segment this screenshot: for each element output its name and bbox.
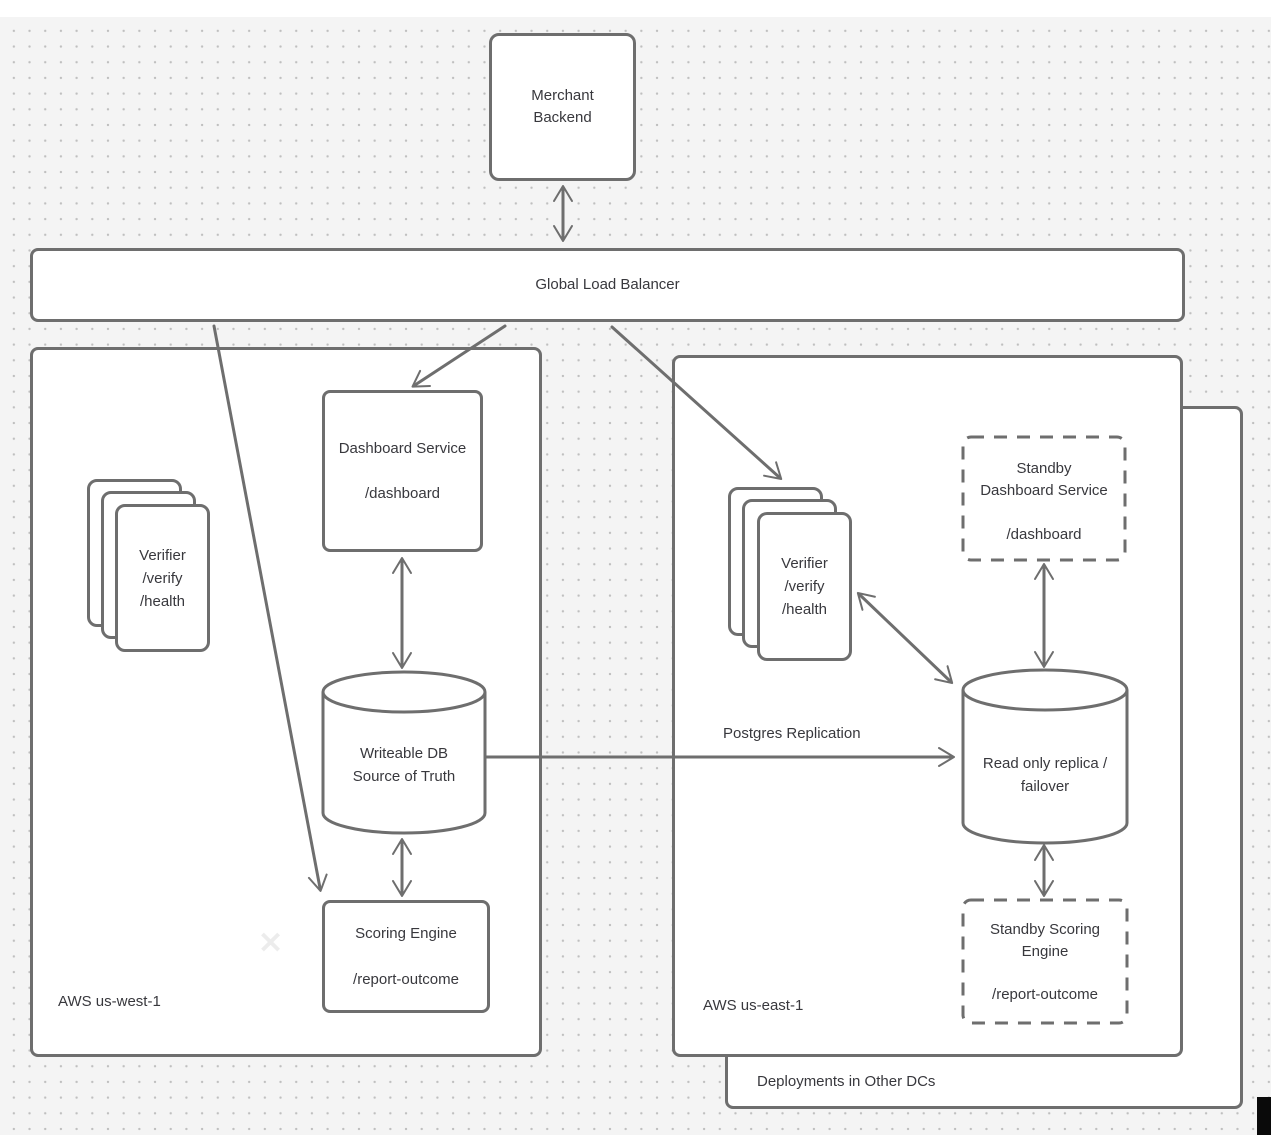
verifier-west-name: Verifier (139, 546, 186, 564)
screen-corner-artifact (1257, 1097, 1271, 1135)
writeable-db-label-line2: Source of Truth (352, 768, 456, 785)
writeable-db-label: Writeable DB Source of Truth (322, 742, 486, 788)
verifier-west-path-verify: /verify (142, 569, 183, 587)
standby-scoring-path: /report-outcome (992, 986, 1098, 1003)
writeable-db-label-line1: Writeable DB (359, 745, 449, 762)
scoring-engine-path: /report-outcome (353, 970, 459, 988)
node-global-load-balancer[interactable]: Global Load Balancer (30, 248, 1185, 322)
verifier-east-path-verify: /verify (784, 578, 825, 595)
faint-x-watermark: ✕ (258, 927, 284, 960)
node-merchant-backend[interactable]: Merchant Backend (489, 33, 636, 181)
dashboard-service-path: /dashboard (364, 484, 441, 502)
node-dashboard-service[interactable]: Dashboard Service /dashboard (322, 390, 483, 552)
postgres-replication-label: Postgres Replication (723, 725, 861, 742)
read-replica-label: Read only replica / failover (963, 752, 1127, 798)
region-label-us-west-1: AWS us-west-1 (58, 993, 161, 1010)
standby-dashboard-label-line1: Standby (1016, 460, 1072, 477)
other-dcs-label: Deployments in Other DCs (757, 1073, 936, 1090)
standby-dashboard-path: /dashboard (1006, 526, 1082, 543)
scoring-engine-title: Scoring Engine (355, 924, 457, 942)
read-replica-label-line1: Read only replica / (982, 755, 1108, 772)
standby-dashboard-label-line2: Dashboard Service (980, 482, 1108, 499)
standby-scoring-label-line1: Standby Scoring (989, 921, 1101, 938)
dashboard-service-title: Dashboard Service (338, 439, 467, 457)
node-scoring-engine[interactable]: Scoring Engine /report-outcome (322, 900, 490, 1013)
verifier-east-path-health: /health (781, 601, 828, 618)
node-verifier-east[interactable]: Verifier /verify /health (757, 512, 852, 661)
region-label-us-east-1: AWS us-east-1 (703, 997, 804, 1014)
global-load-balancer-label: Global Load Balancer (535, 276, 680, 293)
merchant-backend-label-line2: Backend (533, 109, 592, 126)
standby-scoring-label: Standby Scoring Engine /report-outcome (963, 919, 1127, 1006)
node-verifier-west[interactable]: Verifier /verify /health (115, 504, 210, 652)
verifier-west-path-health: /health (139, 592, 186, 610)
standby-dashboard-label: Standby Dashboard Service /dashboard (963, 458, 1125, 546)
read-replica-label-line2: failover (1020, 778, 1070, 795)
merchant-backend-label-line1: Merchant (531, 87, 594, 104)
standby-scoring-label-line2: Engine (1021, 943, 1069, 960)
verifier-east-name: Verifier (781, 555, 828, 572)
